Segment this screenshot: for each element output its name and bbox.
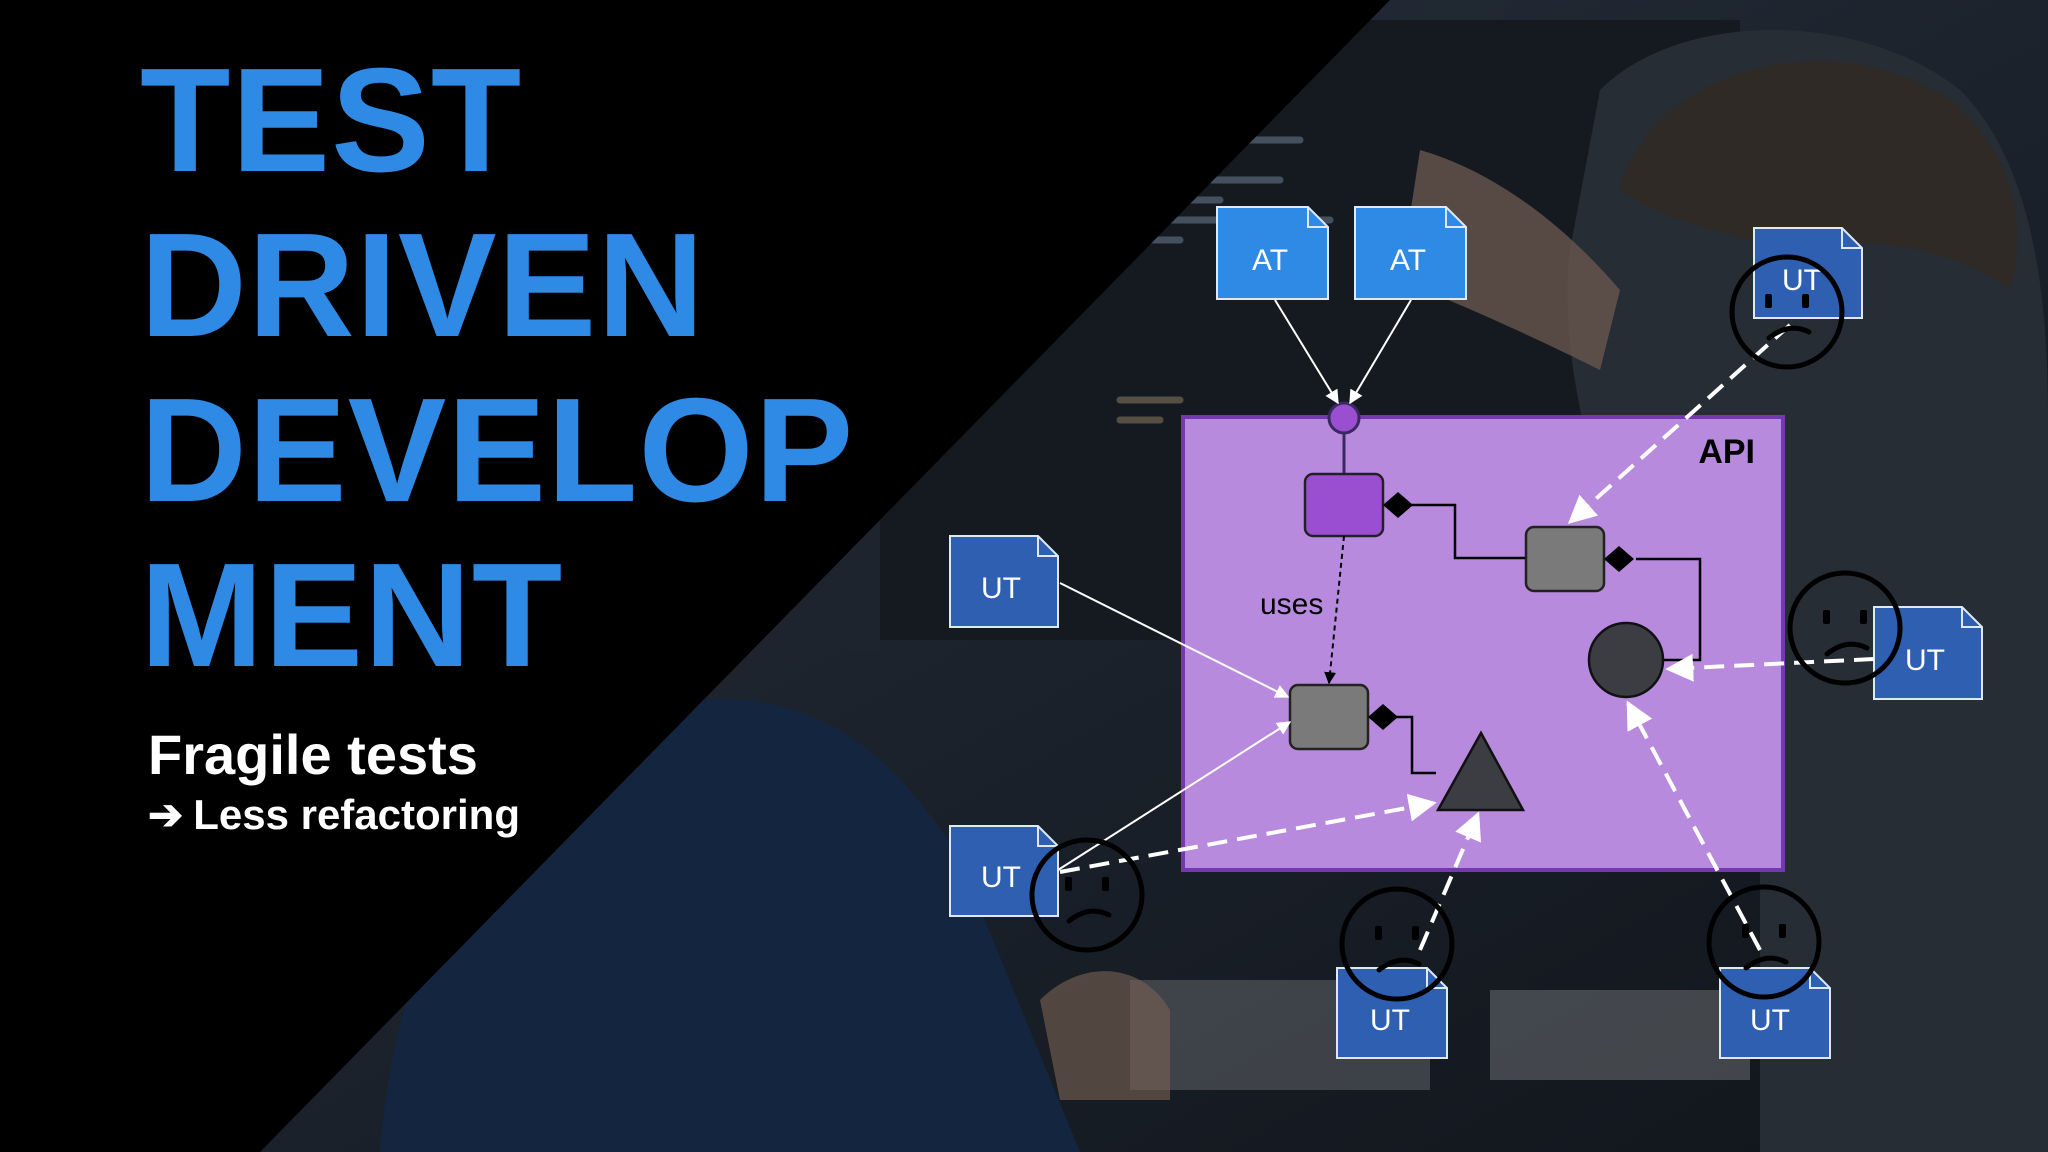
unit-test-label: UT: [1370, 1004, 1410, 1037]
uses-arrow: [1324, 535, 1345, 685]
bullet-text: Less refactoring: [193, 791, 520, 838]
person-hair: [1620, 61, 2018, 290]
title-line: DRIVEN: [140, 203, 706, 368]
acceptance-test-label: AT: [1390, 244, 1426, 277]
pointing-arm: [1400, 150, 1620, 370]
hand: [1040, 971, 1170, 1100]
component-circle: [1587, 621, 1665, 699]
unit-test-doc: UT: [949, 535, 1059, 628]
unit-test-doc: UT: [1719, 967, 1831, 1059]
connector-bottom: [1387, 715, 1436, 775]
api-label: API: [1698, 433, 1755, 471]
subtitle: Fragile tests: [148, 723, 478, 786]
diamond-icon: [1383, 492, 1413, 518]
connector-top: [1410, 503, 1526, 560]
right-arrow-icon: ➔: [148, 791, 184, 838]
diamond-icon: [1604, 546, 1634, 572]
slide-title: TEST DRIVEN DEVELOP MENT: [140, 38, 854, 698]
title-panel: [0, 0, 1390, 1152]
component-triangle: [1435, 730, 1526, 812]
unit-test-label: UT: [1750, 1004, 1790, 1037]
interface-node: [1327, 401, 1361, 435]
unit-test-label: UT: [1905, 644, 1945, 677]
unit-test-doc: UT: [1753, 227, 1863, 319]
title-line: TEST: [140, 38, 523, 203]
keyboard-right: [1490, 990, 1750, 1080]
fragile-dependencies: [1059, 323, 1875, 951]
acceptance-test-label: AT: [1252, 244, 1288, 277]
at-arrow: [1349, 299, 1412, 405]
title-line: MENT: [140, 533, 564, 698]
title-line: DEVELOP: [140, 368, 855, 533]
uses-label: uses: [1260, 588, 1323, 621]
ut-arrow: [1059, 582, 1290, 698]
component-gray-bottom: [1288, 683, 1370, 751]
acceptance-test-doc: AT: [1354, 206, 1467, 300]
unit-test-label: UT: [1782, 264, 1822, 297]
acceptance-test-doc: AT: [1216, 206, 1329, 300]
at-arrow: [1274, 299, 1339, 405]
subtitle-block: Fragile tests ➔Less refactoring: [148, 722, 520, 842]
unit-test-doc: UT: [949, 825, 1059, 917]
component-purple: [1303, 472, 1385, 538]
unit-test-label: UT: [981, 861, 1021, 894]
ut-arrow: [1057, 721, 1292, 871]
unit-test-doc: UT: [1873, 606, 1983, 700]
diamond-icon: [1368, 704, 1398, 730]
component-gray-top: [1524, 525, 1606, 593]
unit-test-label: UT: [981, 572, 1021, 605]
bullet-line: ➔Less refactoring: [148, 788, 520, 842]
